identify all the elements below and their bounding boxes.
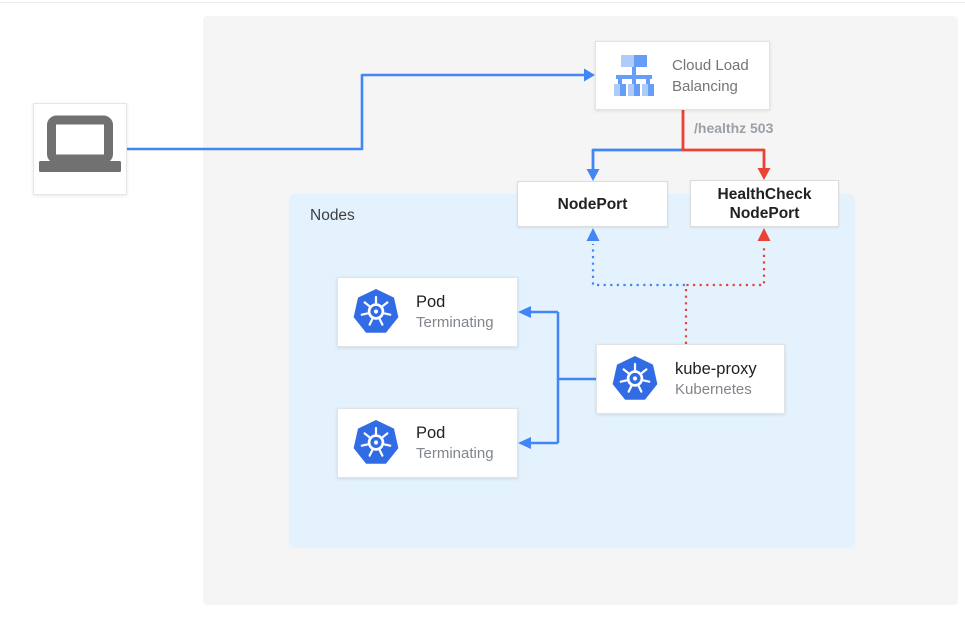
healthcheck-label-line2: NodePort <box>729 204 800 222</box>
pod-2-title: Pod <box>416 423 446 442</box>
nodes-group-label: Nodes <box>310 207 355 224</box>
client-device-node <box>33 103 127 195</box>
healthcheck-nodeport-node: HealthCheck NodePort <box>690 180 839 227</box>
kube-proxy-node: kube-proxy Kubernetes <box>596 344 785 414</box>
healthcheck-label-line1: HealthCheck <box>717 185 812 203</box>
nodeport-node: NodePort <box>517 181 668 227</box>
kube-proxy-text: kube-proxy Kubernetes <box>675 359 757 400</box>
pod-1-text: Pod Terminating <box>416 292 494 333</box>
cloud-load-balancing-node: Cloud Load Balancing <box>595 41 770 110</box>
pod-2-text: Pod Terminating <box>416 423 494 464</box>
kubernetes-icon <box>353 289 399 335</box>
cloud-load-balancing-icon <box>614 55 654 96</box>
kubernetes-icon <box>353 420 399 466</box>
pod-node-1: Pod Terminating <box>337 277 518 347</box>
pod-2-status: Terminating <box>416 444 494 462</box>
pod-node-2: Pod Terminating <box>337 408 518 478</box>
kube-proxy-subtitle: Kubernetes <box>675 380 752 398</box>
top-divider <box>0 2 965 3</box>
laptop-icon <box>39 115 121 172</box>
kubernetes-icon <box>612 356 658 402</box>
cloud-load-balancing-label: Cloud Load Balancing <box>672 56 749 95</box>
nodeport-label: NodePort <box>557 195 628 213</box>
kube-proxy-title: kube-proxy <box>675 359 757 378</box>
pod-1-status: Terminating <box>416 313 494 331</box>
pod-1-title: Pod <box>416 292 446 311</box>
healthz-status-label: /healthz 503 <box>694 120 774 136</box>
